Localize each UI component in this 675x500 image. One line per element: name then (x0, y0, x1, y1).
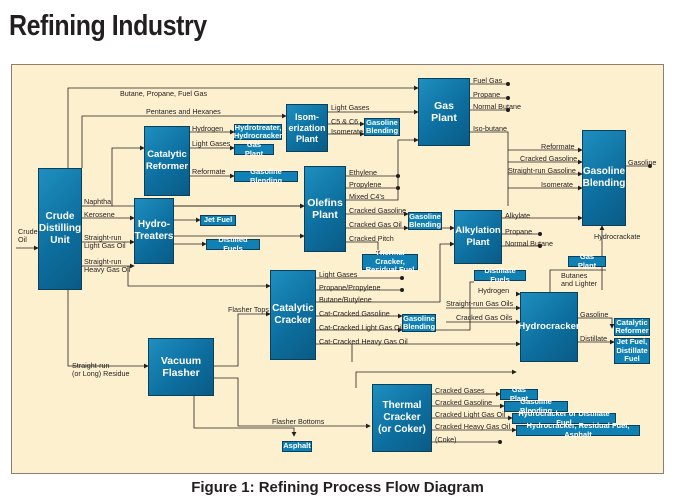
gasoline-blending-unit: Gasoline Blending (582, 130, 626, 226)
label-light-gases-iso: Light Gases (331, 103, 370, 112)
vacuum-flasher-unit: Vacuum Flasher (148, 338, 214, 396)
label-hydrocrackate: Hydrocrackate (594, 232, 641, 241)
product-thermal-residual: Thermal Cracker, Residual Fuel (362, 249, 418, 274)
label-flasher-bottoms: Flasher Bottoms (272, 417, 325, 426)
label-isomerate-gb: Isomerate (541, 180, 573, 189)
label-butane-propane: Butane, Propane, Fuel Gas (120, 89, 208, 98)
label-sr-gasoline: Straight-run Gasoline (508, 166, 576, 175)
label-propane-gp: Propane (473, 90, 501, 99)
product-gas-plant-hc: Gas Plant (568, 252, 606, 269)
label-tc-cracked-light: Cracked Light Gas Oil (435, 410, 506, 419)
product-tc-hydrocracker-distillate: Hydrocracker or Distillate Fuel (512, 409, 616, 426)
label-distillate-hc: Distillate (580, 334, 608, 343)
label-light-gases-cc: Light Gases (319, 270, 358, 279)
gas-plant-unit: Gas Plant (418, 78, 470, 146)
product-catalytic-reformer: Catalytic Reformer (614, 317, 650, 336)
crude-distilling-unit: Crude Distilling Unit (38, 168, 82, 290)
label-cracked-pitch: Cracked Pitch (349, 234, 394, 243)
label-cracked-gasoline-ol: Cracked Gasoline (349, 206, 407, 215)
label-sr-light: Straight-run Light Gas Oil (84, 233, 126, 250)
label-naphtha: Naphtha (84, 197, 112, 206)
olefins-plant-unit: Olefins Plant (304, 166, 346, 252)
label-cat-light-gas-oil: Cat-Cracked Light Gas Oil (319, 323, 403, 332)
label-cracked-gas-oils: Cracked Gas Oils (456, 313, 513, 322)
label-normal-butane-alk: Normal Butane (505, 239, 553, 248)
product-asphalt: Asphalt (282, 441, 312, 452)
label-light-gases-ref: Light Gases (192, 139, 231, 148)
label-iso-butane: Iso-butane (473, 124, 507, 133)
product-gas-plant-ref: Gas Plant (234, 140, 274, 157)
label-pentanes: Pentanes and Hexanes (146, 107, 221, 116)
label-tc-cracked-gases: Cracked Gases (435, 386, 485, 395)
catalytic-cracker-unit: Catalytic Cracker (270, 270, 316, 360)
label-c5c6: C5 & C6 (331, 117, 359, 126)
label-propane-alk: Propane (505, 227, 533, 236)
label-butanes-lighter: Butanes and Lighter (561, 271, 597, 288)
label-ethylene: Ethylene (349, 168, 377, 177)
label-fuel-gas: Fuel Gas (473, 76, 503, 85)
label-flasher-tops: Flasher Tops (228, 305, 270, 314)
product-tc-gasoline-blending: Gasoline Blending (504, 397, 568, 414)
page-title: Refining Industry (9, 10, 207, 42)
label-alkylate: Alkylate (505, 211, 531, 220)
product-jet-fuel: Jet Fuel (200, 215, 236, 226)
alkylation-plant-unit: Alkylation Plant (454, 210, 502, 264)
label-normal-butane-gp: Normal Butane (473, 102, 521, 111)
label-butane-butylene: Butane/Butylene (319, 295, 372, 304)
isomerization-plant-unit: Isom- erization Plant (286, 104, 328, 152)
figure-caption: Figure 1: Refining Process Flow Diagram (191, 479, 484, 496)
product-distillate-fuels: Distillate Fuels (474, 266, 526, 283)
label-tc-cracked-heavy: Cracked Heavy Gas Oil (435, 422, 511, 431)
label-propylene: Propylene (349, 180, 382, 189)
label-sr-residue: Straight-run (or Long) Residue (72, 361, 130, 378)
product-gasoline-blending-ref: Gasoline Blending (234, 167, 298, 184)
label-cracked-gasoline-gb: Cracked Gasoline (520, 154, 578, 163)
label-cracked-gas-oil-ol: Cracked Gas Oil (349, 220, 402, 229)
label-hydrogen-hc: Hydrogen (478, 286, 510, 295)
product-cat-gasoline-blending: Gasoline Blending (402, 313, 436, 332)
label-sr-gas-oils: Straight-run Gas Oils (446, 299, 514, 308)
product-jet-distillate: Jet Fuel, Distillate Fuel (614, 338, 650, 364)
product-olefins-gasoline-blending: Gasoline Blending (408, 211, 442, 230)
thermal-cracker-unit: Thermal Cracker (or Coker) (372, 384, 432, 452)
label-hydrogen: Hydrogen (192, 124, 224, 133)
label-gasoline-hc: Gasoline (580, 310, 609, 319)
product-distilled-fuels: Distilled Fuels (206, 235, 260, 252)
label-gasoline-out: Gasoline (628, 158, 657, 167)
label-cat-heavy-gas-oil: Cat-Cracked Heavy Gas Oil (319, 337, 408, 346)
catalytic-reformer-unit: Catalytic Reformer (144, 126, 190, 196)
label-isomerate-iso: Isomerate (331, 127, 363, 136)
product-iso-gasoline-blending: Gasoline Blending (364, 117, 400, 136)
label-coke: (Coke) (435, 435, 457, 444)
label-mixed-c4: Mixed C4’s (349, 192, 385, 201)
hydrotreaters-unit: Hydro- Treaters (134, 198, 174, 264)
hydrocracker-unit: Hydrocracker (518, 292, 580, 362)
label-propane-propylene: Propane/Propylene (319, 283, 381, 292)
label-reformate: Reformate (192, 167, 226, 176)
product-tc-hydrocracker-residual: Hydrocracker, Residual Fuel, Asphalt (516, 421, 640, 438)
product-tc-gas-plant: Gas Plant (500, 385, 538, 402)
product-hydrotreater-hydrocracker: Hydrotreater, Hydrocracker (233, 122, 283, 140)
label-reformate-gb: Reformate (541, 142, 575, 151)
label-tc-cracked-gasoline: Cracked Gasoline (435, 398, 493, 407)
label-crude-oil: Crude Oil (18, 227, 38, 244)
label-kerosene: Kerosene (84, 210, 115, 219)
label-cat-gasoline: Cat-Cracked Gasoline (319, 309, 390, 318)
label-sr-heavy: Straight-run Heavy Gas Oil (84, 257, 131, 274)
